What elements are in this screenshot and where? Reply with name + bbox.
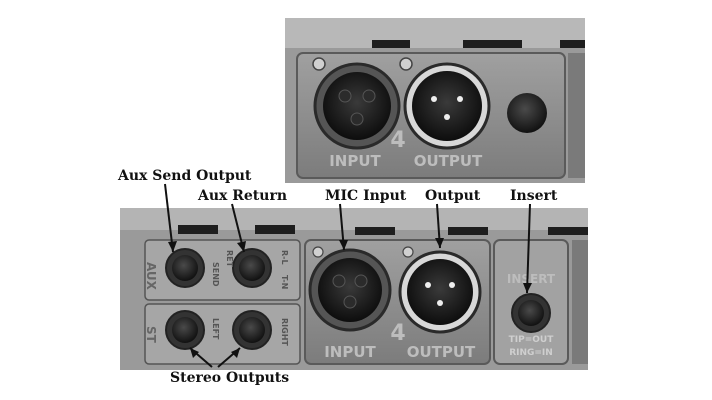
screw-icon <box>312 246 324 258</box>
screw-icon <box>399 57 413 71</box>
st-label: ST <box>144 326 158 344</box>
insert-leader <box>526 203 531 294</box>
bottom-output-label: OUTPUT <box>407 343 476 361</box>
top-input-label: INPUT <box>329 152 381 170</box>
aux-send-leader <box>164 183 174 253</box>
screw-icon <box>312 57 326 71</box>
right-label: RIGHT <box>280 318 289 346</box>
bottom-panel-photo: AUX ST SEND RET R-L T-N LEFT RIGHT <box>120 208 588 370</box>
ret-label: RET <box>225 250 234 268</box>
rl-label: R-L <box>280 250 289 265</box>
top-channel-number: 4 <box>390 128 405 153</box>
callout-insert: Insert <box>510 188 558 204</box>
top-xlr-input <box>313 62 401 150</box>
arrowhead-icon <box>435 238 444 248</box>
callout-mic-input: MIC Input <box>325 188 407 204</box>
top-insert-jack <box>507 93 547 133</box>
bottom-xlr-output <box>398 250 482 334</box>
insert-panel-label: INSERT <box>507 272 556 286</box>
arrowhead-icon <box>523 283 532 293</box>
bottom-xlr-input <box>308 248 392 332</box>
tn-label: T-N <box>280 275 289 289</box>
arrowhead-icon <box>231 348 240 358</box>
send-label: SEND <box>211 262 220 287</box>
top-output-label: OUTPUT <box>414 152 483 170</box>
ring-in-label: RING=IN <box>509 348 553 358</box>
callout-stereo-outputs: Stereo Outputs <box>170 370 289 386</box>
tip-out-label: TIP=OUT <box>509 335 555 345</box>
bottom-channel-number: 4 <box>390 321 405 346</box>
aux-label: AUX <box>144 262 158 291</box>
top-panel-photo: 4 INPUT OUTPUT <box>285 18 585 183</box>
arrowhead-icon <box>339 240 348 250</box>
bottom-input-label: INPUT <box>324 343 376 361</box>
arrowhead-icon <box>237 241 246 252</box>
top-xlr-output <box>403 62 491 150</box>
left-label: LEFT <box>211 318 220 340</box>
arrowhead-icon <box>168 241 177 252</box>
screw-icon <box>402 246 414 258</box>
callout-aux-send-output: Aux Send Output <box>117 168 252 184</box>
callout-output: Output <box>425 188 481 204</box>
arrowhead-icon <box>190 348 199 358</box>
callout-aux-return: Aux Return <box>197 188 287 204</box>
